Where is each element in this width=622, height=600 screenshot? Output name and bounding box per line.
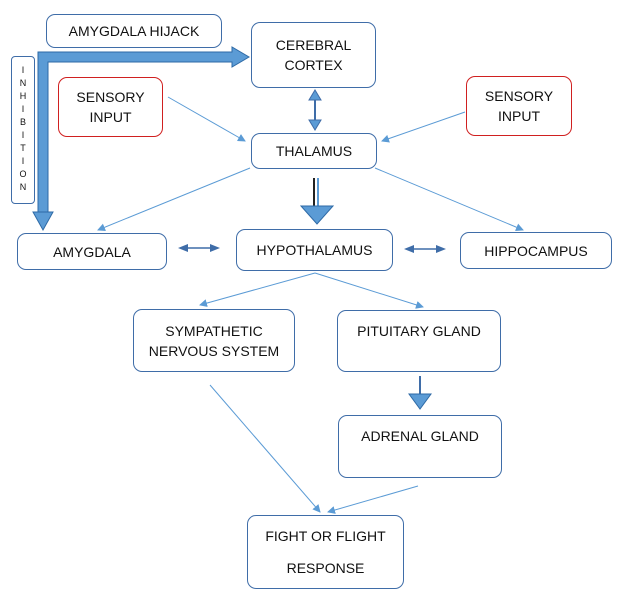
cortex-thalamus-head-up xyxy=(308,89,322,101)
adrenal-fight-arrow xyxy=(327,485,419,514)
pituitary-gland-label: PITUITARY GLAND xyxy=(357,323,481,339)
thalamus-amygdala-arrow xyxy=(97,167,251,232)
sensory-input-right-label: SENSORY INPUT xyxy=(484,88,554,124)
hijack-arrow-head xyxy=(32,211,54,232)
fight-or-flight-box: FIGHT OR FLIGHT RESPONSE xyxy=(247,515,404,589)
thalamus-hypothalamus-head xyxy=(299,205,335,225)
hypothalamus-hippocampus-head-right xyxy=(436,245,446,253)
pituitary-gland-box: PITUITARY GLAND xyxy=(337,310,501,372)
sensory-input-left-label: SENSORY INPUT xyxy=(76,89,145,125)
adrenal-gland-box: ADRENAL GLAND xyxy=(338,415,502,478)
amygdala-hijack-label: AMYGDALA HIJACK xyxy=(68,23,200,39)
hippocampus-box: HIPPOCAMPUS xyxy=(460,232,612,269)
thalamus-hippocampus-arrow xyxy=(374,167,524,231)
hypothalamus-sympathetic-arrow xyxy=(199,272,316,307)
inhibition-label: INHIBITION xyxy=(18,65,28,195)
sensory-input-left-box: SENSORY INPUT xyxy=(58,77,163,137)
hypothalamus-box: HYPOTHALAMUS xyxy=(236,229,393,271)
amygdala-hypothalamus-head-right xyxy=(210,244,220,252)
amygdala-hypothalamus-head-left xyxy=(178,244,188,252)
adrenal-gland-label: ADRENAL GLAND xyxy=(361,428,479,444)
cortex-thalamus-head-down xyxy=(308,119,322,131)
hypothalamus-pituitary-arrow xyxy=(314,272,424,309)
sensory-input-right-box: SENSORY INPUT xyxy=(466,76,572,136)
hippocampus-label: HIPPOCAMPUS xyxy=(484,242,588,259)
sympathetic-nervous-system-label: SYMPATHETIC NERVOUS SYSTEM xyxy=(148,322,280,359)
sensory-right-arrow xyxy=(381,111,466,143)
sensory-left-arrow xyxy=(167,96,246,142)
hypothalamus-label: HYPOTHALAMUS xyxy=(256,242,373,258)
fight-or-flight-label-line2: RESPONSE xyxy=(286,560,365,576)
amygdala-box: AMYGDALA xyxy=(17,233,167,270)
cerebral-cortex-box: CEREBRAL CORTEX xyxy=(251,22,376,88)
sympathetic-nervous-system-box: SYMPATHETIC NERVOUS SYSTEM xyxy=(133,309,295,372)
inhibition-box: INHIBITION xyxy=(11,56,35,204)
amygdala-label: AMYGDALA xyxy=(53,243,131,260)
amygdala-hijack-box: AMYGDALA HIJACK xyxy=(46,14,222,48)
pituitary-adrenal-head xyxy=(408,393,432,410)
cerebral-cortex-label: CEREBRAL CORTEX xyxy=(275,37,352,73)
sympathetic-fight-arrow xyxy=(209,384,321,513)
fight-or-flight-label-line1: FIGHT OR FLIGHT xyxy=(265,528,386,544)
thalamus-box: THALAMUS xyxy=(251,133,377,169)
thalamus-label: THALAMUS xyxy=(275,143,353,159)
hypothalamus-hippocampus-head-left xyxy=(404,245,414,253)
